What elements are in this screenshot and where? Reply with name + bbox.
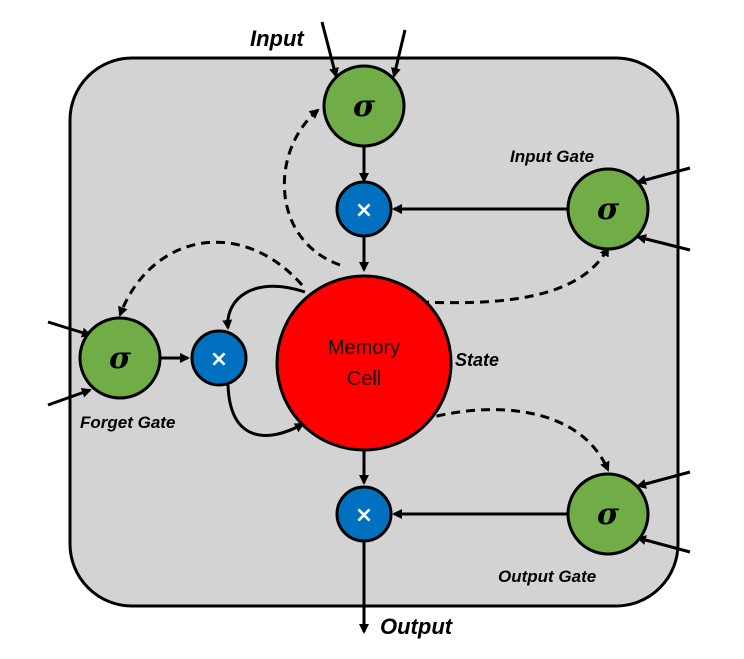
peephole-connections — [118, 108, 610, 472]
input-gate-label: Input Gate — [510, 147, 594, 166]
memory-cell-label-line1: Memory — [328, 337, 400, 359]
output-multiply-node — [335, 485, 393, 543]
input-sigmoid-node — [322, 64, 406, 148]
input-sigmoid-symbol: σ — [353, 89, 376, 124]
output-gate-label: Output Gate — [498, 567, 596, 586]
memory-cell-label-line2: Cell — [347, 368, 381, 390]
forget-gate-label: Forget Gate — [80, 413, 175, 432]
forget-multiply-symbol: × — [210, 347, 228, 372]
memory-cell-node — [275, 274, 453, 452]
output-label: Output — [380, 614, 454, 639]
forget-gate-symbol: σ — [109, 341, 132, 376]
forget-multiply-node — [190, 329, 248, 387]
input-multiply-node — [335, 180, 393, 238]
input-gate-node — [566, 167, 650, 251]
output-gate-symbol: σ — [597, 497, 620, 532]
external-input-lines — [47, 21, 691, 554]
output-gate-node — [566, 472, 650, 556]
input-gate-symbol: σ — [597, 192, 620, 227]
input-multiply-symbol: × — [355, 198, 373, 223]
input-label: Input — [250, 26, 305, 51]
forget-gate-node — [78, 316, 162, 400]
output-multiply-symbol: × — [355, 503, 373, 528]
state-label: State — [455, 350, 499, 370]
